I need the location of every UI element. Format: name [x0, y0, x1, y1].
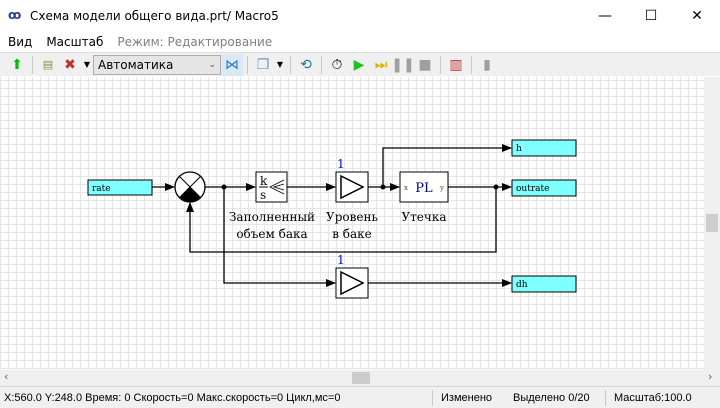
separator [321, 55, 322, 74]
status-coords: X:560.0 Y:248.0 Время: 0 Скорость=0 Макс… [4, 391, 341, 404]
junction-dot [493, 184, 499, 190]
stopwatch-icon[interactable]: ⏱ [331, 56, 343, 73]
integrator-label-2: объем бака [236, 227, 307, 241]
window-title: Схема модели общего вида.prt/ Macro5 [30, 9, 279, 23]
separator [440, 55, 441, 74]
gain-1-label-2: в баке [332, 227, 372, 241]
dropdown-arrow-icon[interactable]: ▼ [83, 60, 91, 69]
layers-icon[interactable]: ❐ [256, 56, 270, 73]
chart-icon[interactable]: ▥ [449, 56, 463, 73]
scroll-right-icon[interactable]: › [708, 370, 713, 383]
dropdown-arrow-icon[interactable]: ▼ [276, 60, 284, 69]
pl-label: Утечка [402, 210, 447, 224]
output-dh-label: dh [516, 280, 528, 290]
output-h[interactable]: h [511, 139, 577, 157]
separator [471, 55, 472, 74]
integrator-den: s [260, 188, 266, 202]
minimize-button[interactable]: — [598, 8, 612, 24]
refresh-icon[interactable]: ⟲ [300, 56, 312, 73]
output-h-label: h [516, 144, 522, 154]
script-icon[interactable]: ▤ [42, 58, 54, 71]
output-dh[interactable]: dh [511, 275, 577, 293]
separator [32, 55, 33, 74]
tools-icon[interactable]: ✖ [64, 56, 76, 73]
gain-block-2[interactable] [335, 267, 369, 299]
maximize-button[interactable]: ☐ [644, 8, 658, 24]
status-bar: X:560.0 Y:248.0 Время: 0 Скорость=0 Макс… [0, 386, 720, 408]
mode-label: Режим: Редактирование [117, 35, 273, 49]
junction-dot [221, 184, 227, 190]
pause-icon[interactable]: ❚❚ [391, 56, 415, 73]
app-icon: ꝏ [8, 8, 22, 22]
toolbar: ⬆ ▤ ✖ ▼ Автоматика ⌄ ⋈ ❐ ▼ ⟲ ⏱ ▶ ⏭ ❚❚ ■ ▥… [0, 52, 720, 76]
up-arrow-icon[interactable]: ⬆ [11, 56, 23, 73]
vertical-scroll-thumb[interactable] [706, 214, 718, 232]
input-rate[interactable]: rate [87, 179, 153, 196]
input-rate-label: rate [92, 184, 111, 194]
junction-dot [380, 184, 386, 190]
integrator-block[interactable]: k s [255, 171, 288, 203]
output-outrate-label: outrate [516, 184, 549, 194]
stop-icon[interactable]: ■ [418, 56, 432, 73]
link-to-h [382, 144, 512, 187]
pl-out-port: y [439, 184, 444, 192]
output-outrate[interactable]: outrate [511, 179, 577, 197]
pl-text: PL [415, 181, 433, 196]
chevron-down-icon: ⌄ [208, 59, 216, 70]
gain-1-value: 1 [337, 157, 345, 171]
integrator-label-1: Заполненный [229, 210, 315, 224]
integrator-num: k [260, 174, 268, 188]
title-bar: ꝏ Схема модели общего вида.prt/ Macro5 —… [0, 0, 720, 32]
export-icon[interactable]: ▮ [483, 56, 491, 73]
separator [432, 389, 433, 406]
status-selected: Выделено 0/20 [513, 391, 590, 404]
menu-scale[interactable]: Масштаб [46, 35, 104, 49]
close-button[interactable]: ✕ [691, 8, 703, 24]
split-icon[interactable]: ⋈ [221, 53, 243, 76]
separator [605, 389, 606, 406]
separator [290, 55, 291, 74]
vertical-scrollbar[interactable] [704, 77, 720, 370]
horizontal-scroll-thumb[interactable] [352, 372, 370, 384]
play-icon[interactable]: ▶ [353, 56, 365, 73]
gain-block-1[interactable] [335, 171, 369, 203]
scroll-left-icon[interactable]: ‹ [4, 370, 9, 383]
pl-block[interactable]: x PL y [399, 171, 449, 203]
diagram-canvas[interactable]: rate k s Заполненный объем бака 1 Уровен… [0, 77, 704, 370]
mode-select-value: Автоматика [98, 57, 174, 72]
separator [247, 55, 248, 74]
link-to-gain2 [223, 187, 336, 287]
menu-view[interactable]: Вид [8, 35, 33, 49]
diagram: rate k s Заполненный объем бака 1 Уровен… [87, 139, 577, 299]
status-scale: Масштаб:100.0 [614, 391, 692, 404]
status-modified: Изменено [441, 391, 493, 404]
step-icon[interactable]: ⏭ [374, 56, 388, 73]
gain-2-value: 1 [337, 253, 345, 267]
link-feedback [186, 187, 497, 253]
horizontal-scrollbar[interactable]: ‹ › [0, 370, 720, 386]
gain-1-label-1: Уровень [326, 210, 378, 224]
pl-in-port: x [404, 184, 408, 192]
mode-select[interactable]: Автоматика ⌄ [93, 54, 221, 75]
menu-bar: Вид Масштаб Режим: Редактирование [0, 32, 720, 52]
sum-block[interactable] [174, 171, 206, 203]
